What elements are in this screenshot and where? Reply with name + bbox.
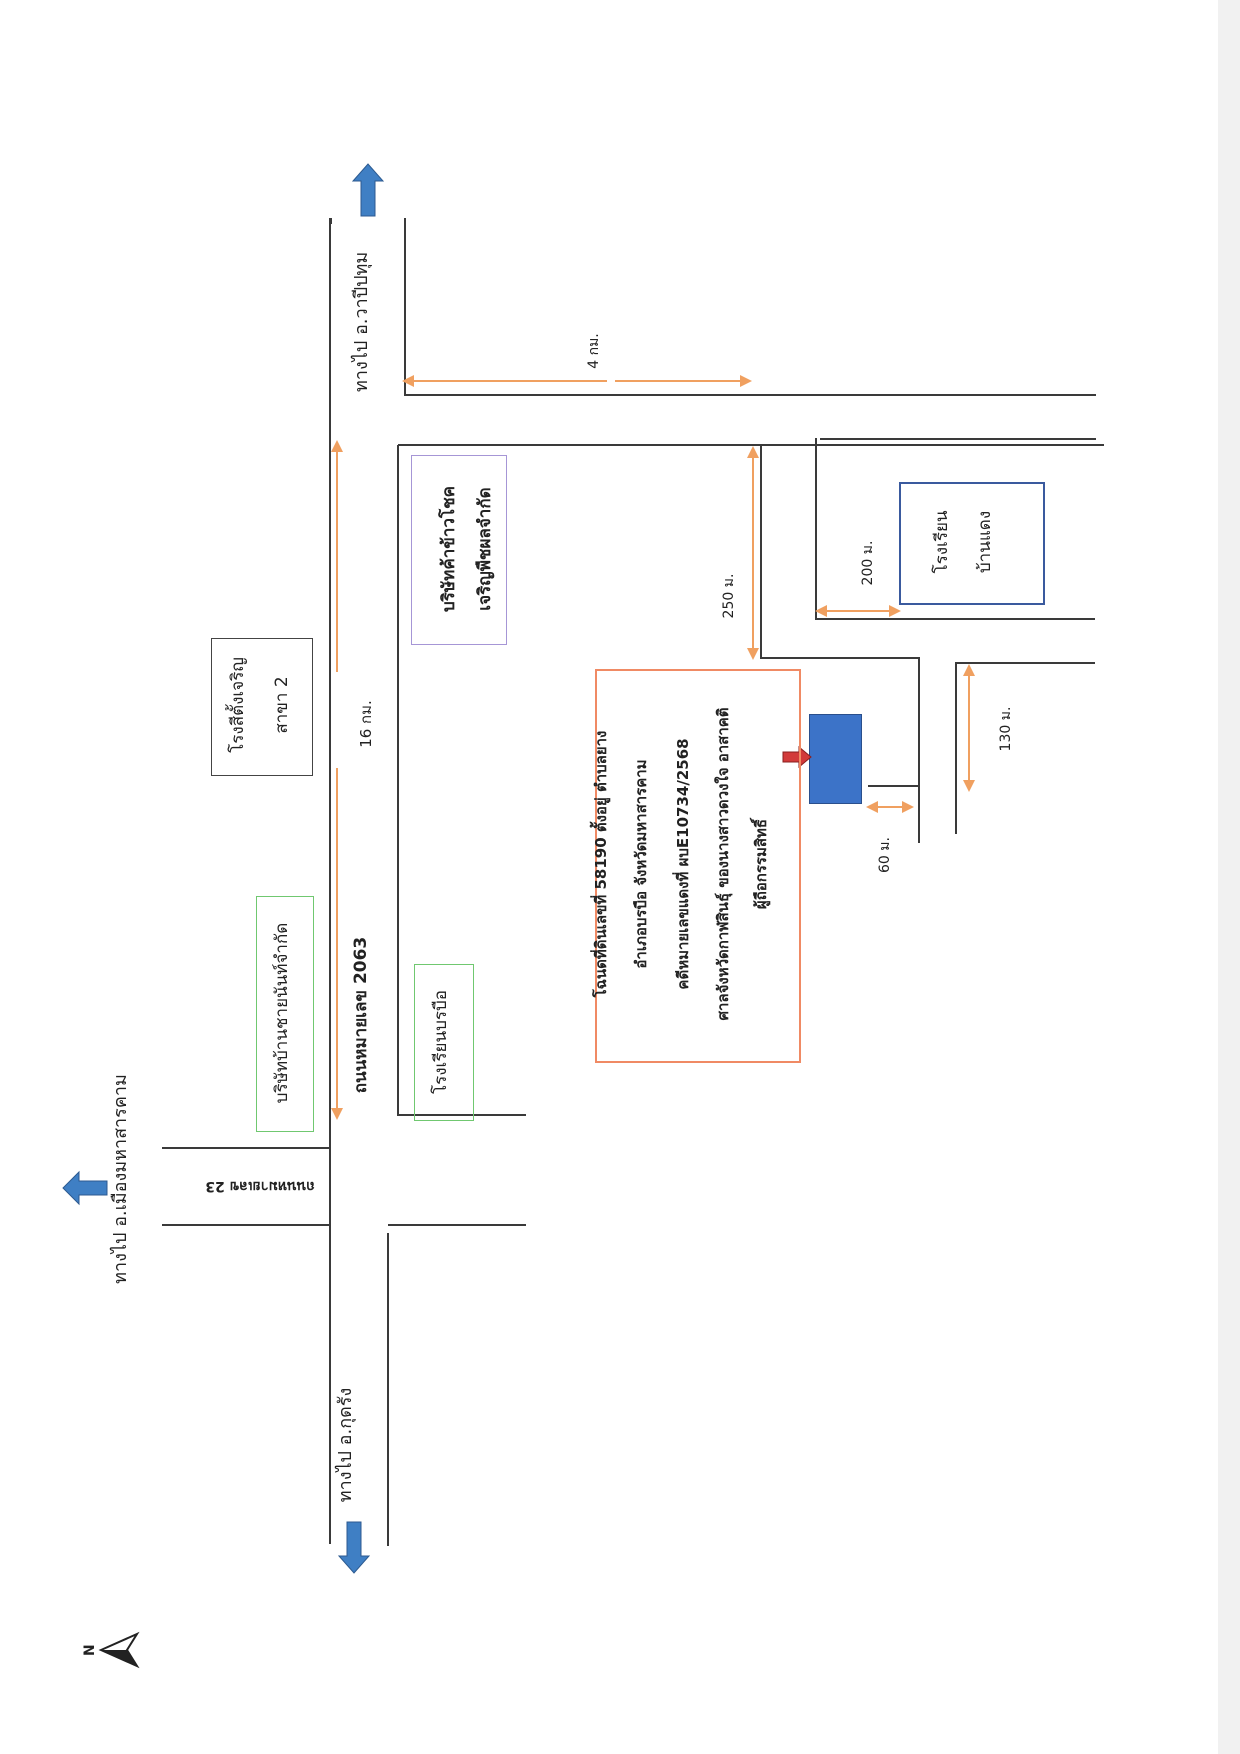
- lane-right-edge-upper: [918, 657, 920, 842]
- rice-company-box: [411, 455, 507, 645]
- north-arrow-icon: [98, 1631, 140, 1669]
- info-line3: คดีหมายเลขแดงที่ ผบE10734/2568: [674, 738, 692, 990]
- silo-label-line2: สาขา 2: [272, 676, 292, 734]
- blue-arrow-icon-mueang: [62, 1170, 108, 1206]
- info-line2: อำเภอบรบือ จังหวัดมหาสารคาม: [632, 759, 650, 969]
- distance-250m-label: 250 ม.: [721, 573, 737, 619]
- ban-daeng-school-box: [899, 482, 1045, 605]
- distance-200m-label: 200 ม.: [860, 540, 876, 586]
- side-road-label: ถนนหมายเลข 23: [205, 1178, 315, 1194]
- property-info-box: [595, 669, 801, 1063]
- info-line5: ผู้ถือกรรมสิทธิ์: [752, 818, 770, 910]
- school-road-left-edge: [815, 438, 817, 618]
- ban-daeng-school-label-line2: บ้านแดง: [975, 510, 995, 574]
- main-road-left-edge: [329, 218, 331, 1544]
- road-right-stub-lower: [388, 1224, 526, 1226]
- distance-line-4km: [402, 375, 752, 387]
- main-road-label: ถนนหมายเลข 2063: [351, 936, 371, 1094]
- direction-mueang-mahasarakham: ทางไป อ.เมืองมหาสารคาม: [110, 1074, 131, 1284]
- distance-130m-label: 130 ม.: [998, 706, 1014, 752]
- info-line4: ศาลจังหวัดกาฬสินธุ์ ของนางสาวดวงใจ อาสาค…: [714, 707, 732, 1021]
- distance-line-60m: [866, 801, 914, 813]
- lane-bottom-edge: [868, 785, 920, 787]
- upper-road-stub: [404, 218, 406, 394]
- ban-daeng-school-label-line1: โรงเรียน: [932, 510, 952, 574]
- page-edge: [1218, 0, 1240, 1754]
- road-right-stub-upper: [398, 1114, 526, 1116]
- far-road-top-edge: [955, 662, 1095, 664]
- rice-company-label-line1: บริษัทค้าข้าวโชค: [439, 486, 459, 613]
- distance-60m-label: 60 ม.: [877, 837, 893, 873]
- far-road-left-edge: [955, 662, 957, 834]
- lane-left-edge: [760, 444, 762, 659]
- distance-line-16km: [331, 440, 343, 1120]
- blue-arrow-icon-wapi-pathum: [351, 163, 385, 217]
- fertilizer-company-box: [256, 896, 314, 1132]
- lane-right-edge-lower: [918, 788, 920, 843]
- direction-wapi-pathum: ทางไป อ.วาปีปทุม: [351, 251, 372, 392]
- main-road-right-edge-upper: [397, 445, 399, 1116]
- school-road-top-edge: [820, 438, 1096, 440]
- info-line1: โฉนดที่ดินเลขที่ 58190 ตั้งอยู่ ตำบลยาง: [592, 730, 610, 998]
- upper-road-top-edge: [330, 218, 332, 224]
- direction-kut-rang: ทางไป อ.กุดรัง: [335, 1387, 356, 1503]
- distance-line-200m: [815, 605, 901, 617]
- distance-4km-label: 4 กม.: [586, 333, 602, 369]
- school-road-bottom-edge: [815, 618, 1095, 620]
- distance-16km-label: 16 กม.: [357, 700, 375, 748]
- blue-arrow-icon-kut-rang: [337, 1521, 371, 1574]
- property-block: [809, 714, 862, 804]
- silo-box: [211, 638, 313, 776]
- road23-bottom-edge: [162, 1224, 330, 1226]
- silo-label-line1: โรงสีตั้งเจริญ: [228, 657, 248, 753]
- compass-label: N: [81, 1644, 98, 1657]
- road23-top-edge: [162, 1147, 330, 1149]
- east-road-bottom-edge: [398, 444, 1104, 446]
- borabue-school-box: [414, 964, 474, 1121]
- distance-line-130m: [963, 664, 975, 792]
- fertilizer-company-label: บริษัทบ้านชายนันท์จำกัด: [272, 922, 292, 1104]
- rice-company-label-line2: เจริญพืชผลจำกัด: [475, 487, 495, 611]
- distance-line-250m: [747, 446, 759, 660]
- east-road-top-edge: [404, 394, 1096, 396]
- lane-top-edge: [760, 657, 920, 659]
- main-road-right-edge-lower: [387, 1233, 389, 1546]
- borabue-school-label: โรงเรียนบรบือ: [431, 990, 451, 1095]
